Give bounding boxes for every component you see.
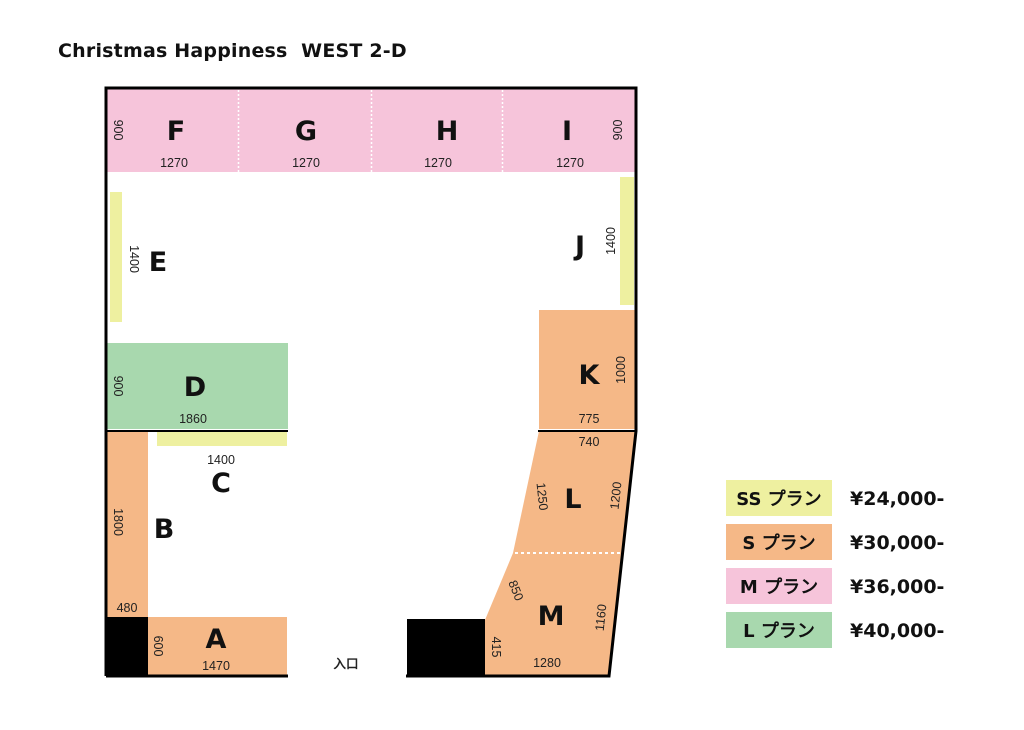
legend-swatch-m <box>726 568 832 604</box>
booth-f-area[interactable] <box>106 89 238 172</box>
legend-swatch-s <box>726 524 832 560</box>
booth-label-f: F <box>167 116 185 147</box>
entrance-label: 入口 <box>333 657 358 671</box>
dim-f-depth: 900 <box>111 120 125 141</box>
legend-price-s: ¥30,000- <box>850 532 944 554</box>
dim-d-depth: 900 <box>111 376 125 397</box>
booth-d-area[interactable] <box>106 343 288 429</box>
booth-label-k: K <box>579 360 601 391</box>
booth-e-area[interactable] <box>110 192 122 322</box>
booth-label-j: J <box>573 231 585 262</box>
dim-j-length: 1400 <box>604 227 618 255</box>
booth-a-area[interactable] <box>148 617 287 675</box>
booth-label-c: C <box>211 468 231 499</box>
pillar-right <box>407 619 485 675</box>
dim-g-width: 1270 <box>292 156 320 170</box>
dim-b-width: 480 <box>117 601 138 615</box>
dim-b-length: 1800 <box>111 508 125 536</box>
booth-g-area[interactable] <box>238 89 371 172</box>
booth-l-area[interactable] <box>513 431 635 553</box>
booth-label-h: H <box>436 116 459 147</box>
dim-e-length: 1400 <box>127 245 141 273</box>
legend-label-l: L プラン <box>743 620 815 642</box>
booth-h-area[interactable] <box>371 89 502 172</box>
legend-price-ss: ¥24,000- <box>850 488 944 510</box>
pillar-left <box>106 617 148 675</box>
dim-k-width: 775 <box>579 412 600 426</box>
dim-l-top: 740 <box>579 435 600 449</box>
dim-k-depth: 1000 <box>614 356 628 384</box>
dim-i-depth: 900 <box>611 120 625 141</box>
dim-h-width: 1270 <box>424 156 452 170</box>
dim-i-width: 1270 <box>556 156 584 170</box>
walls <box>104 86 638 678</box>
dim-f-width: 1270 <box>160 156 188 170</box>
booth-b-area[interactable] <box>106 431 148 617</box>
legend-price-m: ¥36,000- <box>850 576 944 598</box>
dim-l-left: 1250 <box>534 482 551 511</box>
booth-label-m: M <box>538 601 565 632</box>
booth-label-i: I <box>562 116 572 147</box>
booth-c-area[interactable] <box>157 432 287 446</box>
booth-j-area[interactable] <box>620 177 634 305</box>
booth-k-area[interactable] <box>539 310 635 429</box>
dim-m-right: 1160 <box>593 603 610 631</box>
dim-a-width: 1470 <box>202 659 230 673</box>
booth-label-b: B <box>154 514 175 545</box>
dim-m-width: 1280 <box>533 656 561 670</box>
dim-m-left: 415 <box>489 637 503 658</box>
booth-label-a: A <box>206 624 227 655</box>
booth-label-l: L <box>564 484 581 515</box>
legend-label-s: S プラン <box>742 532 815 554</box>
dim-l-right: 1200 <box>608 481 625 510</box>
dim-d-width: 1860 <box>179 412 207 426</box>
legend-swatch-ss <box>726 480 832 516</box>
dim-a-depth: 600 <box>151 636 165 657</box>
booth-label-d: D <box>184 372 206 403</box>
legend-price-l: ¥40,000- <box>850 620 944 642</box>
booth-i-area[interactable] <box>502 89 635 172</box>
legend: SS プラン S プラン M プラン L プラン ¥24,000- ¥30,00… <box>726 480 944 648</box>
legend-swatch-l <box>726 612 832 648</box>
booth-label-g: G <box>295 116 317 147</box>
booth-label-e: E <box>149 247 167 278</box>
dim-c-length: 1400 <box>207 453 235 467</box>
legend-label-ss: SS プラン <box>736 488 821 510</box>
legend-label-m: M プラン <box>740 576 818 598</box>
floor-plan-title: Christmas Happiness WEST 2-D <box>58 40 407 62</box>
booth-m-area[interactable] <box>485 553 622 675</box>
